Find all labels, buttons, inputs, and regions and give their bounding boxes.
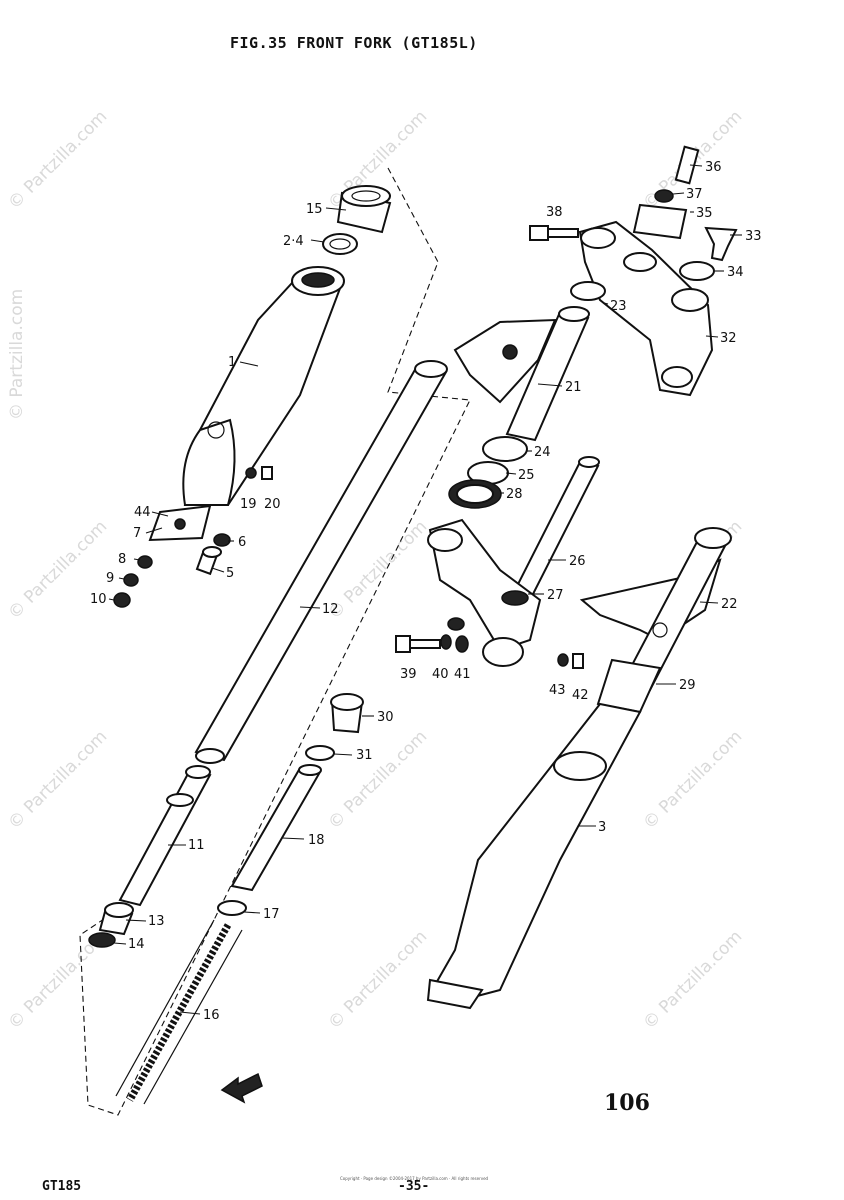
part-2-4-oil-seal (322, 233, 358, 255)
callout-19: 19 (240, 497, 257, 512)
callout-15: 15 (306, 202, 323, 217)
callout-25: 25 (518, 468, 535, 483)
callout-36: 36 (705, 160, 722, 175)
callout-23: 23 (610, 299, 627, 314)
part-14-ring (88, 932, 116, 948)
callout-37: 37 (686, 187, 703, 202)
callout-43: 43 (549, 683, 566, 698)
watermark: © Partzilla.com (4, 517, 111, 624)
part-38-bolt (529, 225, 579, 241)
part-22-fork-bracket (579, 527, 732, 692)
watermark: © Partzilla.com (7, 289, 27, 420)
part-16-fork-spring (115, 919, 243, 1105)
callout-27: 27 (547, 588, 564, 603)
callout-20: 20 (264, 497, 281, 512)
leader-lines (108, 164, 742, 1015)
part-27-lower-bracket (427, 518, 542, 667)
callout-2-4: 2·4 (283, 234, 304, 249)
callout-33: 33 (745, 229, 762, 244)
callout-40: 40 (432, 667, 449, 682)
part-36-bolt (674, 145, 700, 185)
part-35-handle-clamp (632, 203, 688, 240)
callout-16: 16 (203, 1008, 220, 1023)
callout-31: 31 (356, 748, 373, 763)
callout-30: 30 (377, 710, 394, 725)
callout-41: 41 (454, 667, 471, 682)
callout-38: 38 (546, 205, 563, 220)
part-37-washer (654, 189, 674, 203)
part-30-cap-bolt (330, 693, 364, 734)
part-32-upper-bracket (578, 220, 714, 397)
callout-21: 21 (565, 380, 582, 395)
part-33-bolt (704, 226, 738, 262)
part-39-bolt (395, 635, 441, 653)
part-15-fork-cover (336, 185, 392, 234)
callout-32: 32 (720, 331, 737, 346)
callout-17: 17 (263, 907, 280, 922)
callout-6: 6 (238, 535, 246, 550)
callout-labels: 15 2·4 1 44 7 8 9 10 5 6 19 20 12 11 13 … (90, 160, 762, 1023)
watermark: © Partzilla.com (4, 727, 111, 834)
part-28-seal (448, 479, 502, 509)
callout-34: 34 (727, 265, 744, 280)
part-34-washer (679, 261, 715, 281)
watermark: © Partzilla.com (4, 107, 111, 214)
callout-1: 1 (228, 355, 236, 370)
part-9-washer (123, 573, 139, 587)
part-29-cover (596, 658, 662, 714)
footer-copyright: Copyright · Page design ©2004-2017 by Pa… (340, 1176, 489, 1181)
callout-42: 42 (572, 688, 589, 703)
watermark: © Partzilla.com (324, 727, 431, 834)
part-41-nut-upper (447, 617, 465, 631)
callout-39: 39 (400, 667, 417, 682)
callout-14: 14 (128, 937, 145, 952)
footer-page-number: -35- (398, 1179, 429, 1194)
callout-29: 29 (679, 678, 696, 693)
part-24-bearing (482, 436, 528, 462)
part-5-axle-bolt (195, 546, 222, 576)
callout-11: 11 (188, 838, 205, 853)
part-17-spring-seat (217, 900, 247, 916)
callout-26: 26 (569, 554, 586, 569)
callout-28: 28 (506, 487, 523, 502)
callout-35: 35 (696, 206, 713, 221)
callout-7: 7 (133, 526, 141, 541)
callout-5: 5 (226, 566, 234, 581)
part-12-inner-tube (194, 360, 448, 764)
part-43-washer (557, 653, 569, 667)
callout-9: 9 (106, 571, 114, 586)
part-31-o-ring (305, 745, 335, 761)
part-19-20-bolt (245, 466, 273, 480)
part-42-bolt (572, 653, 584, 669)
callout-22: 22 (721, 597, 738, 612)
part-1-outer-tube (148, 266, 345, 542)
page-number: 106 (604, 1090, 650, 1116)
part-8-washer (137, 555, 153, 569)
callout-18: 18 (308, 833, 325, 848)
part-23-dust-seal (570, 281, 606, 301)
part-3-outer-tube (426, 702, 642, 1010)
model-code: GT185 (42, 1179, 81, 1194)
part-40-washer (440, 634, 452, 650)
part-18-spacer (230, 764, 322, 892)
part-13-rod-base (98, 902, 134, 936)
callout-44: 44 (134, 505, 151, 520)
callout-13: 13 (148, 914, 165, 929)
watermark: © Partzilla.com (639, 927, 746, 1034)
callout-8: 8 (118, 552, 126, 567)
figure-title: FIG.35 FRONT FORK (GT185L) (230, 34, 478, 52)
callout-3: 3 (598, 820, 606, 835)
part-6-nut (213, 533, 231, 547)
part-11-damper-rod (118, 765, 212, 907)
callout-12: 12 (322, 602, 339, 617)
part-41-nut (455, 635, 469, 653)
watermark: © Partzilla.com (639, 727, 746, 834)
front-direction-arrow (220, 1072, 263, 1104)
part-10-nut (113, 592, 131, 608)
part-21-headlight-bracket (453, 306, 590, 442)
callout-24: 24 (534, 445, 551, 460)
callout-10: 10 (90, 592, 107, 607)
watermark: © Partzilla.com (324, 927, 431, 1034)
